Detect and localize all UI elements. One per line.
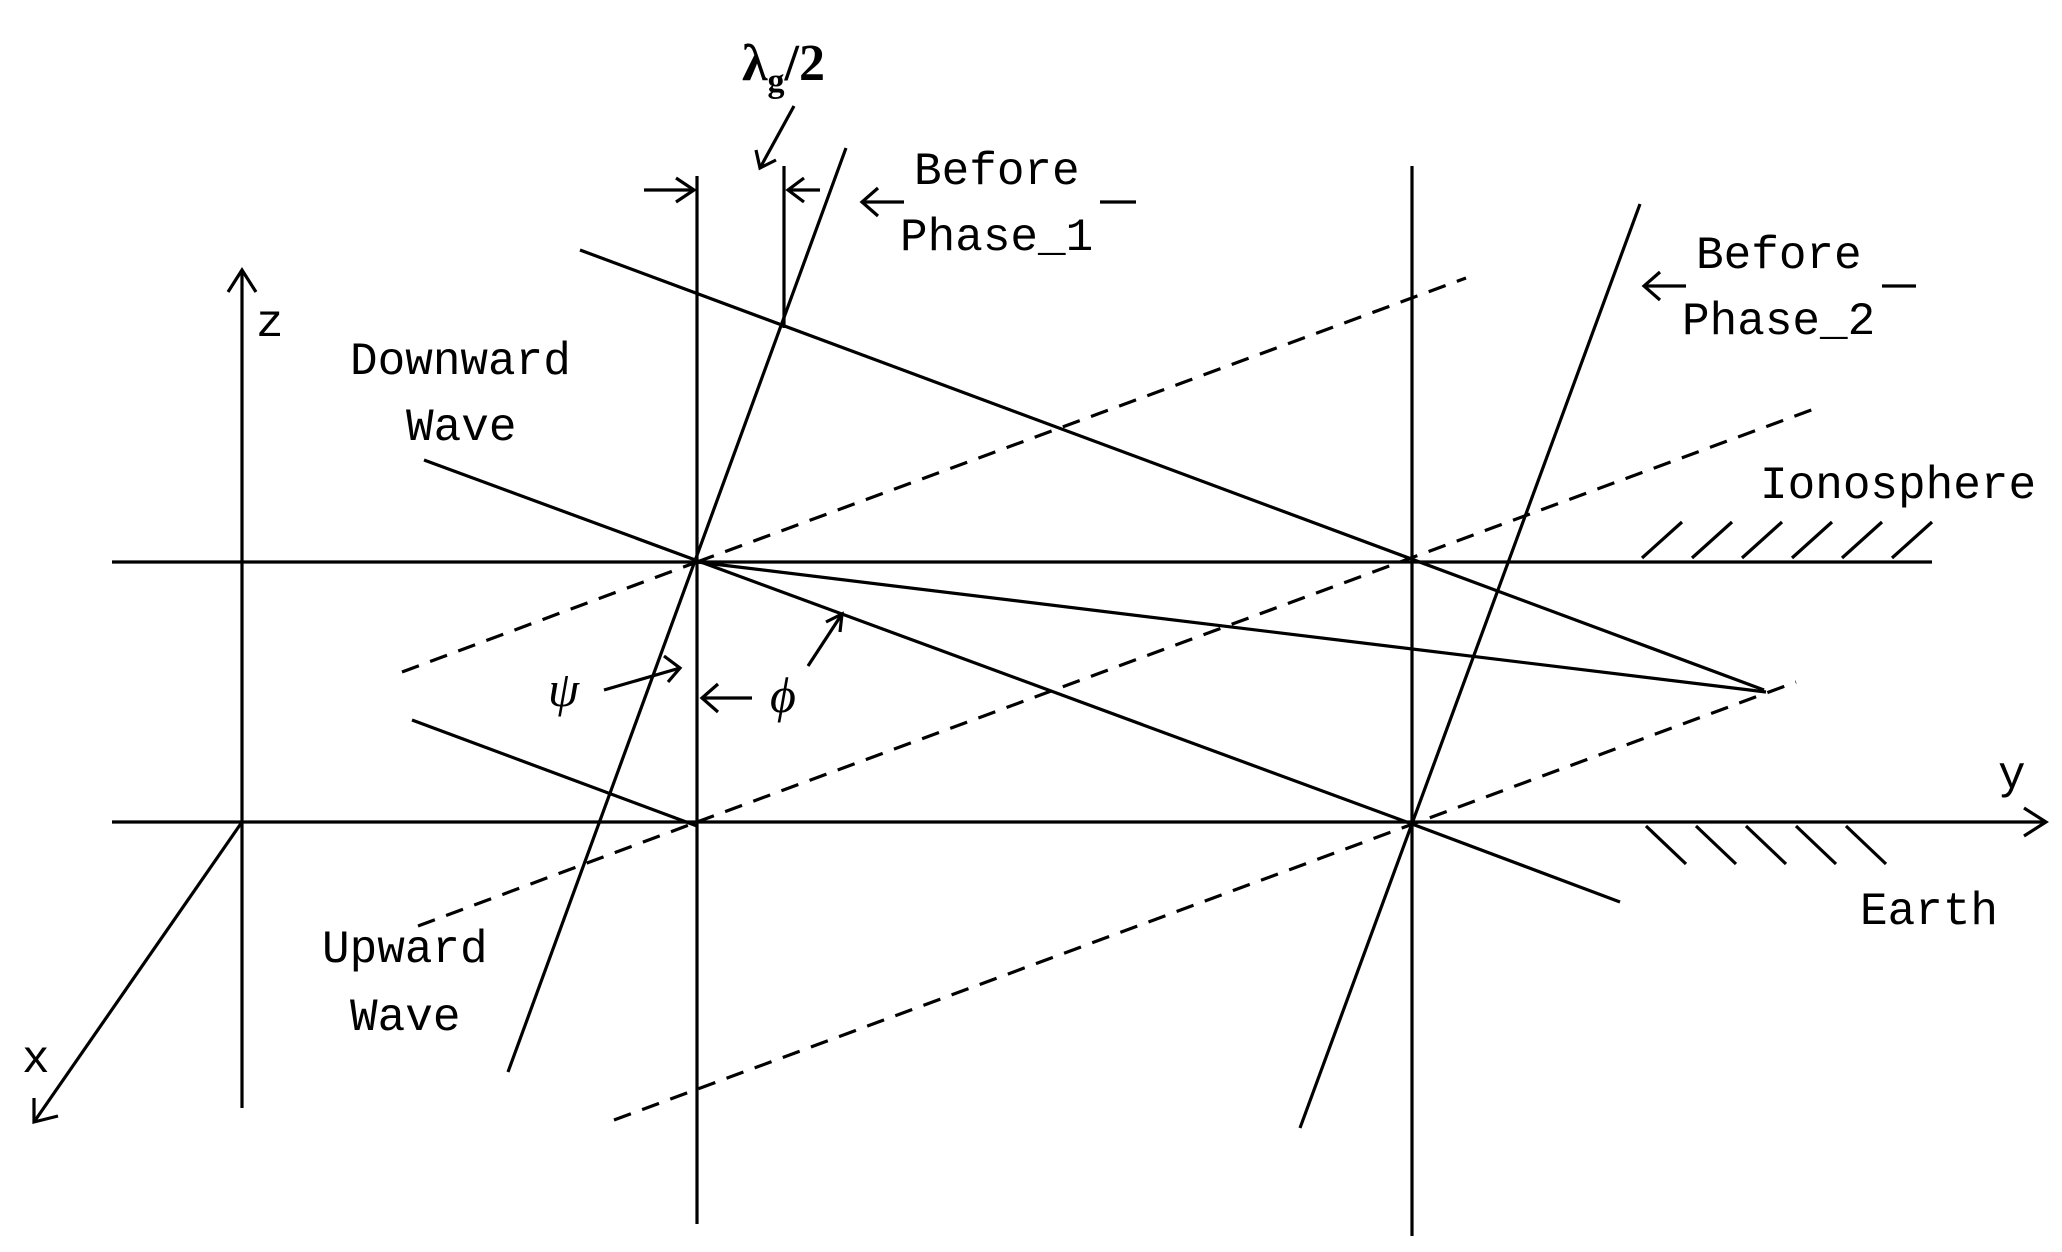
before-phase-2-label-line1: Before [1696, 230, 1862, 282]
before-phase-2-arrow-icon [1641, 270, 1662, 302]
psi-label: ψ [548, 661, 580, 717]
phi-left-arrow-icon [699, 682, 720, 714]
lambda-right-arrow-icon [785, 176, 805, 204]
upward-ray-3 [696, 404, 1823, 824]
lambda-pointer-shaft [758, 105, 796, 169]
downward-wave-label-line1: Downward [350, 336, 571, 388]
downward-ray-1 [579, 248, 1765, 692]
lambda-pointer-arrow-icon [754, 149, 777, 171]
downward-ray-4 [1411, 822, 1621, 904]
upward-wave-label-line1: Upward [322, 924, 488, 976]
phi-up-arrow-icon [825, 611, 844, 633]
upward-wave-label-line2: Wave [350, 992, 460, 1044]
upward-ray-4 [417, 820, 698, 928]
upward-ray-5 [613, 680, 1797, 1122]
phi-up-arrow-shaft [806, 613, 844, 667]
psi-arrow-icon [663, 654, 683, 684]
upward-ray-1 [696, 276, 1467, 564]
lambda-left-arrow-icon [675, 176, 697, 204]
ionosphere-label: Ionosphere [1760, 460, 2036, 512]
earth-label: Earth [1860, 886, 1998, 938]
earth-hatching [1644, 824, 1888, 866]
axis-z-label: z [256, 298, 284, 350]
downward-ray-2 [423, 458, 1413, 826]
before-phase-1-label-line2: Phase_1 [900, 212, 1093, 264]
phase-front-1 [506, 147, 848, 1073]
psi-arrow-shaft [603, 666, 681, 692]
y-axis-arrow-icon [2023, 806, 2049, 838]
ionosphere-hatching [1640, 520, 1934, 560]
lambda-label: λg/2 [742, 35, 825, 100]
z-axis-arrow-icon [226, 267, 258, 293]
x-axis-arrow-icon [32, 1098, 59, 1125]
before-phase-1-label-line1: Before [914, 146, 1080, 198]
phi-label: ϕ [770, 667, 796, 723]
before-phase-2-label-line2: Phase_2 [1682, 296, 1875, 348]
before-phase-1-arrow-icon [859, 186, 880, 218]
upward-ray-2 [401, 560, 698, 674]
x-axis [32, 821, 244, 1123]
downward-ray-3 [411, 718, 698, 828]
downward-wave-label-line2: Wave [406, 402, 516, 454]
axis-x-label: x [22, 1034, 50, 1086]
axis-y-label: y [1998, 750, 2026, 802]
phase-front-2 [1298, 203, 1642, 1129]
downward-ray-5 [696, 560, 1767, 694]
